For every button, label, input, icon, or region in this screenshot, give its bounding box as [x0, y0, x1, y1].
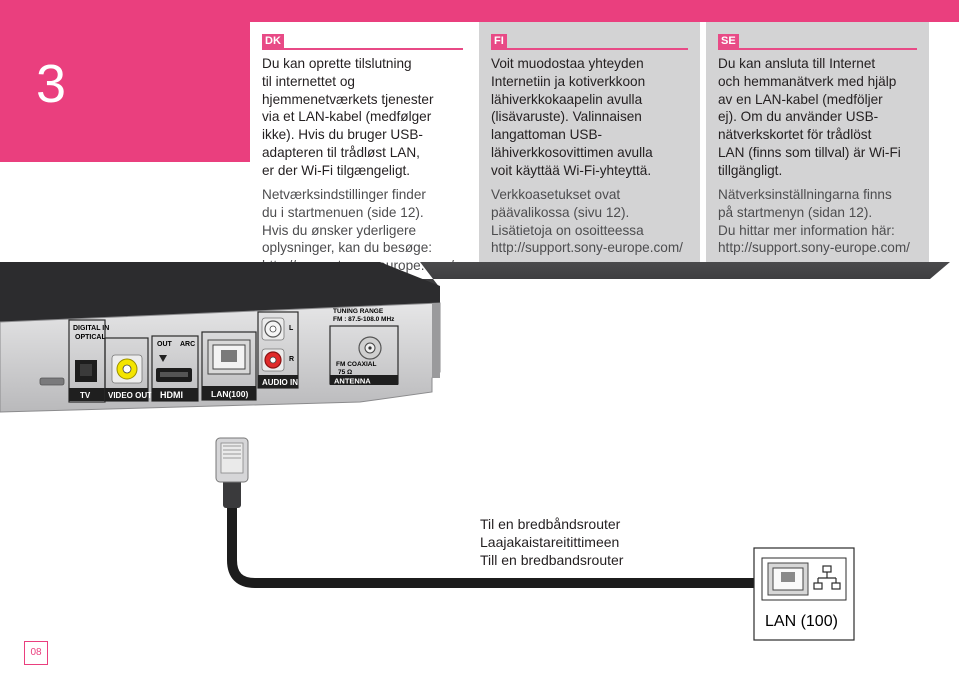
hdmi-port-inner [160, 372, 188, 377]
step-box: 3 [0, 22, 250, 162]
audio-l-label: L [289, 325, 294, 332]
callout-lan-port-pins [781, 572, 795, 582]
column-finnish: FI Voit muodostaa yhteyden Internetiin j… [479, 22, 700, 278]
video-out-label: VIDEO OUT [108, 391, 152, 400]
audio-in-label: AUDIO IN [262, 378, 298, 387]
audio-in-label-bar [258, 375, 298, 388]
audio-l-jack-center [269, 325, 277, 333]
antenna-label-bar [330, 375, 398, 385]
hdmi-out-label: OUT [157, 341, 173, 348]
video-out-label-bar [105, 388, 148, 401]
digital-in-label: DIGITAL IN [73, 325, 109, 332]
settings-note-se: Nätverksinställningarna finns på startme… [718, 187, 910, 256]
lang-bar: SE [718, 34, 917, 50]
tuning-range-label: TUNING RANGE [333, 308, 384, 315]
tv-label-bar [69, 388, 105, 401]
tv-label: TV [80, 391, 91, 400]
lang-bar: DK [262, 34, 463, 50]
header-strip [0, 0, 959, 22]
lan-cable [227, 470, 755, 588]
usb-slot [39, 377, 65, 386]
device-right-side [432, 303, 440, 378]
lan-port-label: LAN(100) [211, 389, 248, 399]
optical-label: OPTICAL [75, 334, 106, 341]
video-out-jack-center [122, 364, 132, 374]
lan-label-bar [202, 386, 256, 400]
fm-coaxial-label: FM COAXIAL [336, 361, 376, 368]
device-lid [0, 262, 440, 322]
antenna-label: ANTENNA [334, 377, 371, 386]
lan-port-pins [221, 350, 237, 362]
lan-plug-contacts [223, 445, 241, 459]
antenna-jack-pin [368, 346, 372, 350]
audio-r-jack-center [269, 356, 277, 364]
column-swedish: SE Du kan ansluta till Internet och hemm… [706, 22, 929, 278]
instructions-dk: Du kan oprette tilslutning til internett… [262, 56, 434, 178]
instructions-fi: Voit muodostaa yhteyden Internetiin ja k… [491, 56, 653, 178]
lang-tag-fi: FI [491, 34, 507, 48]
callout-lan-label: LAN (100) [765, 613, 838, 630]
settings-note-fi: Verkkoasetukset ovat päävalikossa (sivu … [491, 187, 683, 256]
step-number: 3 [36, 54, 67, 114]
lang-tag-dk: DK [262, 34, 284, 48]
lan-callout-inner [761, 557, 847, 601]
network-icon [813, 565, 841, 590]
fm-range-label: FM : 87.5-108.0 MHz [333, 316, 395, 323]
optical-port-inner [80, 364, 92, 376]
router-note: Til en bredbåndsrouter Laajakaistareitit… [480, 516, 624, 568]
hdmi-label-bar [152, 388, 198, 401]
cable-boot [223, 478, 241, 508]
hdmi-arc-label: ARC [180, 341, 195, 348]
page-number: 08 [24, 641, 48, 665]
hdmi-arrow-icon [159, 355, 167, 362]
hdmi-label: HDMI [160, 390, 183, 400]
lang-tag-se: SE [718, 34, 739, 48]
ohm-label: 75 Ω [338, 369, 352, 376]
instructions-se: Du kan ansluta till Internet och hemmanä… [718, 56, 901, 178]
lang-bar: FI [491, 34, 688, 50]
audio-r-label: R [289, 356, 294, 363]
